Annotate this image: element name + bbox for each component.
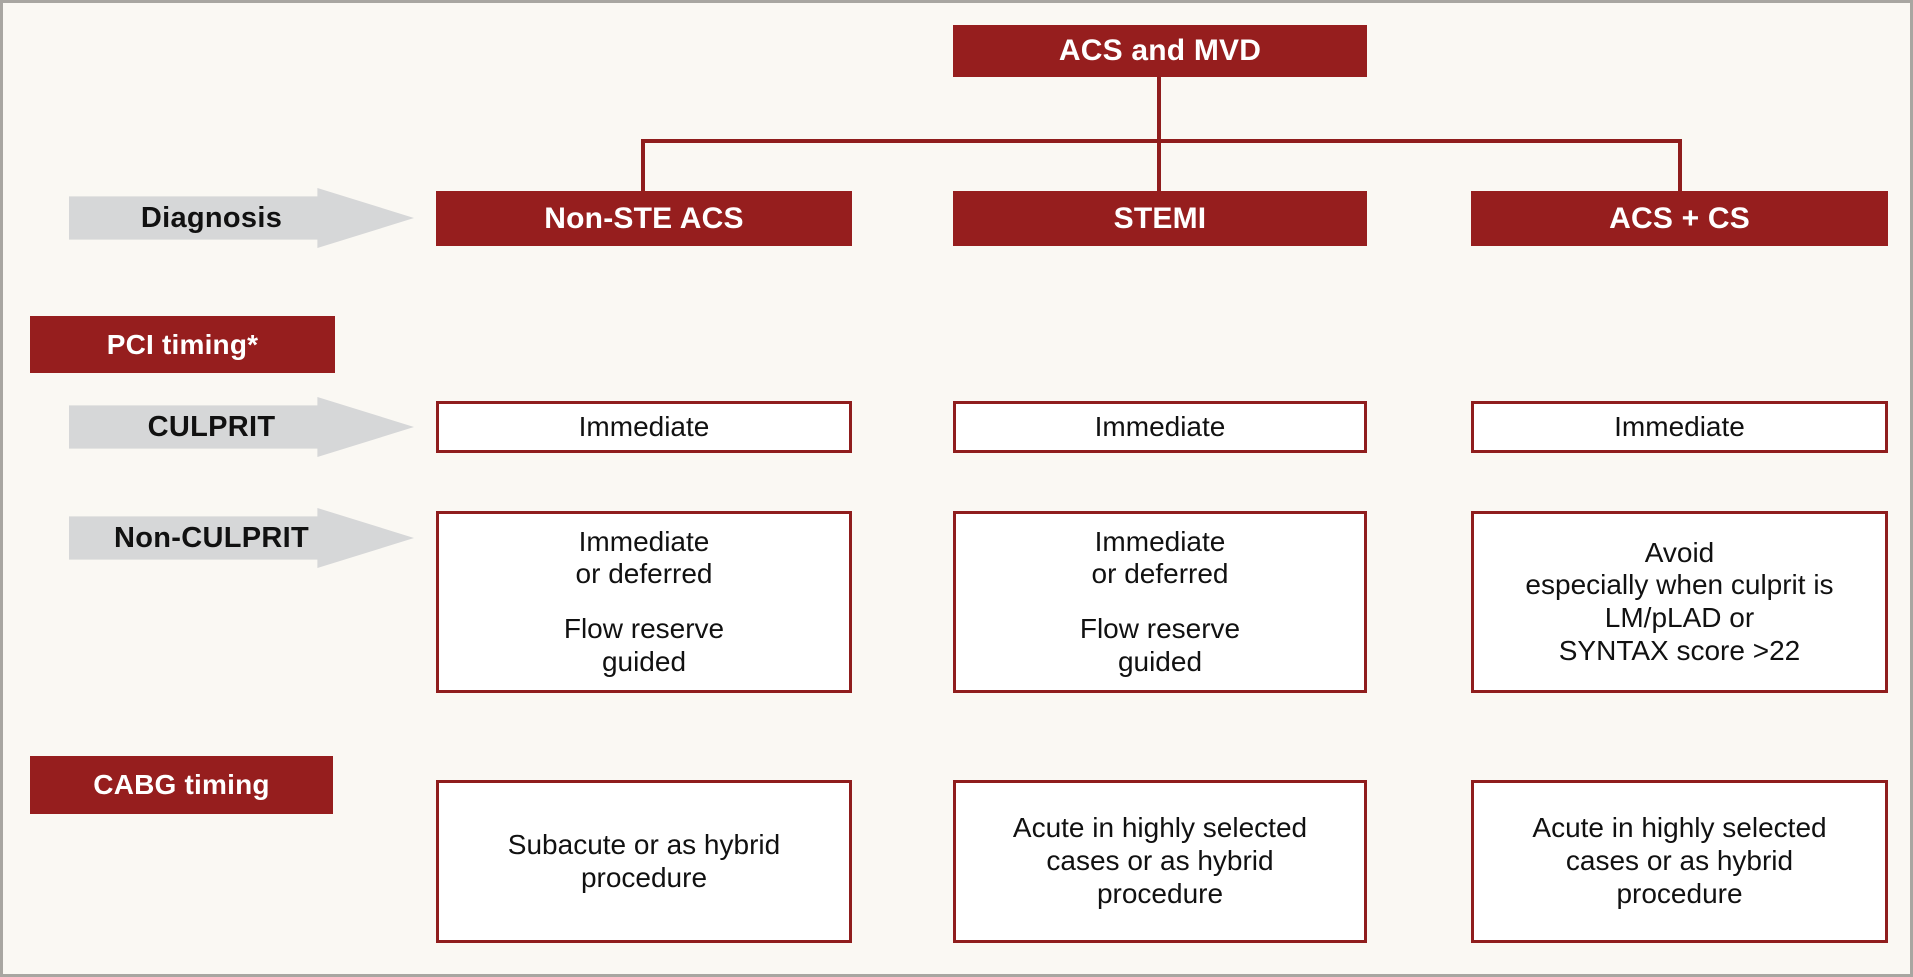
cell-line: Immediate: [578, 525, 710, 557]
cell-line: Immediate: [1614, 410, 1745, 442]
cell-line: SYNTAX score >22: [1558, 634, 1801, 666]
connector-drop-col1: [641, 139, 645, 195]
cell-line: Subacute or as hybrid: [507, 828, 781, 860]
cell-line: Avoid: [1644, 536, 1715, 568]
cell-text-group: Avoid especially when culprit is LM/pLAD…: [1525, 537, 1833, 668]
cell-line: Immediate: [578, 410, 710, 442]
cell-culprit-col0: Immediate: [436, 401, 852, 453]
column-header-2: ACS + CS: [1471, 191, 1888, 246]
cell-line: or deferred: [575, 558, 713, 590]
cell-culprit-col2: Immediate: [1471, 401, 1888, 453]
connector-root-vertical: [1157, 77, 1161, 141]
cell-line: Immediate: [1094, 525, 1226, 557]
section-label-pci-timing-text: PCI timing*: [106, 328, 259, 360]
cell-culprit-col1: Immediate: [953, 401, 1367, 453]
row-label-culprit: CULPRIT: [69, 397, 414, 457]
row-label-diagnosis: Diagnosis: [69, 188, 414, 248]
column-header-label-1: STEMI: [1113, 201, 1207, 235]
cell-line: Acute in highly selected: [1532, 812, 1827, 844]
cell-text-group: Acute in highly selected cases or as hyb…: [1532, 812, 1826, 910]
connector-drop-col2: [1157, 139, 1161, 195]
cell-non-culprit-col2: Avoid especially when culprit is LM/pLAD…: [1471, 511, 1888, 693]
cell-text-group: Flow reserve guided: [1080, 613, 1240, 679]
cell-non-culprit-col0: Immediate or deferred Flow reserve guide…: [436, 511, 852, 693]
cell-line: Immediate: [1094, 410, 1226, 442]
cell-text-group: Acute in highly selected cases or as hyb…: [1013, 812, 1307, 910]
cell-text-group: Immediate: [579, 411, 710, 444]
root-node-acs-and-mvd: ACS and MVD: [953, 25, 1367, 77]
row-label-diagnosis-text: Diagnosis: [140, 201, 283, 234]
cell-line: especially when culprit is: [1525, 569, 1834, 601]
row-label-non-culprit-text: Non-CULPRIT: [114, 521, 309, 554]
cell-cabg-col2: Acute in highly selected cases or as hyb…: [1471, 780, 1888, 943]
cell-line: or deferred: [1091, 558, 1229, 590]
cell-line: procedure: [580, 861, 708, 893]
cell-line: LM/pLAD or: [1604, 602, 1755, 633]
cell-text-group: Immediate or deferred: [1092, 526, 1229, 592]
connector-drop-col3: [1678, 139, 1682, 195]
cell-line: cases or as hybrid: [1046, 845, 1274, 877]
cell-text-group: Flow reserve guided: [564, 613, 724, 679]
cell-text-group: Immediate or deferred: [576, 526, 713, 592]
cell-cabg-col0: Subacute or as hybrid procedure: [436, 780, 852, 943]
column-header-label-2: ACS + CS: [1609, 201, 1750, 235]
cell-line: procedure: [1096, 877, 1224, 909]
cell-cabg-col1: Acute in highly selected cases or as hyb…: [953, 780, 1367, 943]
connector-horizontal-bus: [641, 139, 1682, 143]
cell-line: Flow reserve: [563, 613, 725, 644]
column-header-0: Non-STE ACS: [436, 191, 852, 246]
cell-line: guided: [1117, 645, 1203, 677]
column-header-1: STEMI: [953, 191, 1367, 246]
column-header-label-0: Non-STE ACS: [544, 201, 744, 235]
section-label-cabg-timing: CABG timing: [30, 756, 333, 814]
row-label-non-culprit: Non-CULPRIT: [69, 508, 414, 568]
cell-line: cases or as hybrid: [1565, 845, 1794, 877]
cell-line: Acute in highly selected: [1012, 812, 1308, 844]
section-label-pci-timing: PCI timing*: [30, 316, 335, 373]
cell-text-group: Immediate: [1095, 411, 1226, 444]
cell-line: Flow reserve: [1079, 613, 1241, 644]
cell-non-culprit-col1: Immediate or deferred Flow reserve guide…: [953, 511, 1367, 693]
cell-line: procedure: [1616, 877, 1743, 909]
cell-text-group: Immediate: [1614, 411, 1745, 444]
root-node-label: ACS and MVD: [1058, 34, 1262, 68]
cell-line: guided: [601, 645, 687, 677]
row-label-culprit-text: CULPRIT: [147, 410, 276, 443]
section-label-cabg-timing-text: CABG timing: [93, 769, 270, 801]
cell-text-group: Subacute or as hybrid procedure: [508, 829, 780, 895]
